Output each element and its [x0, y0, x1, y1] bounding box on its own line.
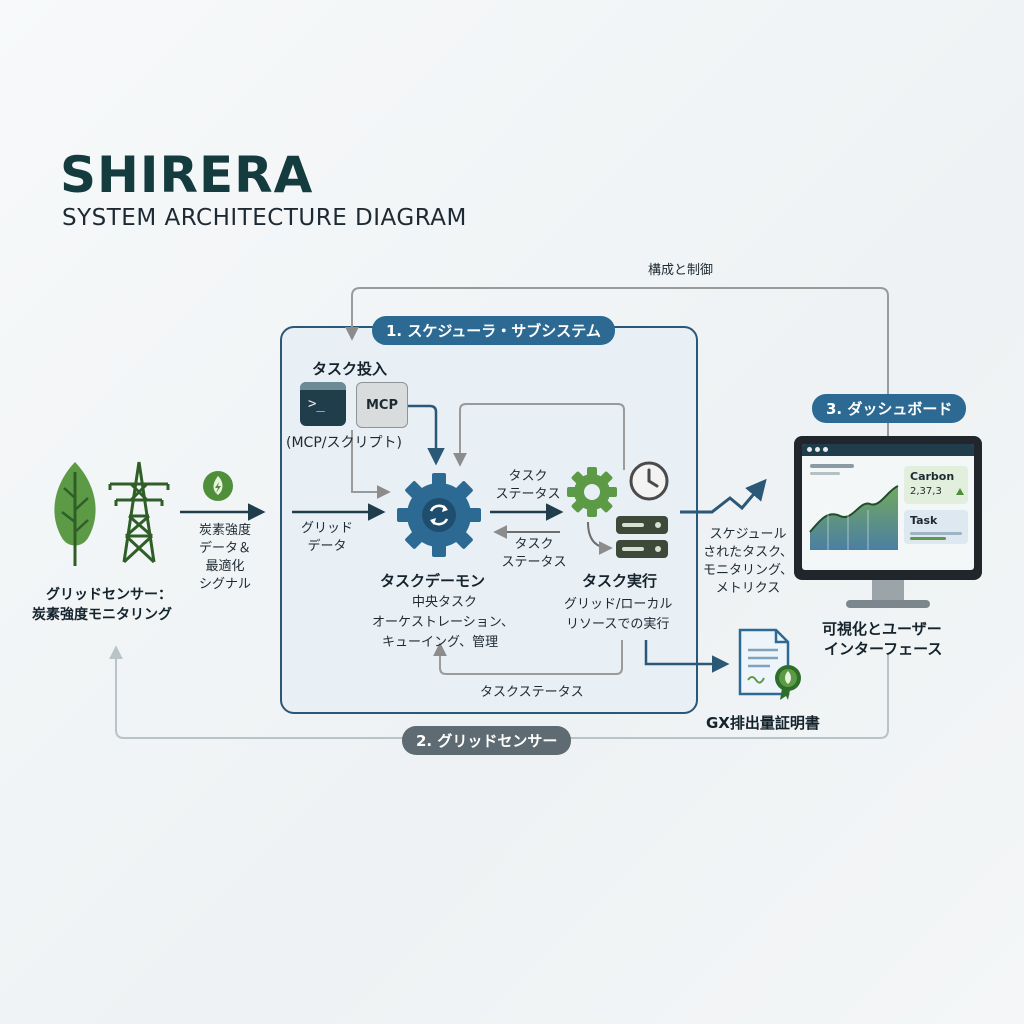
dashboard-area-chart [809, 485, 899, 550]
certificate-icon [738, 628, 801, 700]
carbon-card-value: 2,37,3 [910, 486, 942, 497]
monitor-neck [872, 580, 904, 602]
dashboard-caption-line1: 可視化とユーザー [822, 620, 942, 638]
executor-title: タスク実行 [582, 572, 658, 590]
executor-gear-icon [567, 467, 617, 517]
grid-sensor-caption-line1: グリッドセンサー： [46, 587, 172, 603]
task-input-caption: (MCP/スクリプト) [286, 435, 402, 451]
status-back-label-line2: ステータス [501, 555, 567, 570]
terminal-icon: >_ [300, 382, 346, 426]
config-control-label: 構成と制御 [648, 263, 714, 278]
status-forward-label-line2: ステータス [495, 487, 561, 502]
gear-to-server-arrow [587, 521, 613, 555]
to-dashboard-label: スケジュール されたタスク、 モニタリング、 メトリクス [700, 526, 796, 598]
carbon-flame-icon [203, 471, 233, 501]
daemon-desc-line3: キューイング、管理 [382, 635, 499, 650]
status-back-label-line1: タスク [514, 537, 554, 552]
task-card-title: Task [910, 514, 938, 527]
grid-sensor-section-pill: 2. グリッドセンサー [402, 726, 572, 755]
carbon-signal-label-line2: データ＆ [198, 541, 251, 556]
status-forward-label: タスク ステータス [490, 468, 566, 504]
server-stack-icon [616, 516, 668, 560]
daemon-desc-line1: 中央タスク [412, 595, 478, 610]
executor-desc-line2: リソースでの実行 [566, 617, 670, 632]
carbon-signal-label-line1: 炭素強度 [198, 523, 251, 538]
carbon-card-title: Carbon [910, 470, 955, 483]
daemon-title: タスクデーモン [380, 572, 486, 590]
bottom-status-label: タスクステータス [480, 685, 584, 700]
task-card: Task [904, 510, 968, 544]
carbon-card: Carbon 2,37,3 [904, 466, 968, 504]
to-certificate-arrow [644, 640, 730, 673]
executor-feedback-loop [453, 403, 625, 470]
scheduler-section-pill: 1. スケジューラ・サブシステム [372, 316, 615, 345]
grid-data-label-line2: データ [307, 539, 347, 554]
mcp-to-daemon-arrow [408, 404, 445, 466]
daemon-gear-icon [397, 473, 481, 557]
to-dashboard-label-line3: モニタリング、 [702, 563, 794, 578]
to-dashboard-label-line4: メトリクス [715, 581, 781, 596]
certificate-caption: GX排出量証明書 [706, 714, 820, 732]
executor-desc-line1: グリッド/ローカル [564, 597, 673, 612]
transmission-tower-icon [108, 461, 170, 564]
diagram-title: SHIRERA [60, 146, 314, 204]
dashboard-screen: Carbon 2,37,3 Task [802, 444, 974, 570]
dashboard-section-pill: 3. ダッシュボード [812, 394, 967, 423]
carbon-signal-label: 炭素強度 データ＆ 最適化 シグナル [186, 522, 264, 594]
leaf-icon [54, 462, 96, 566]
trend-up-icon [956, 488, 964, 495]
grid-data-label-line1: グリッド [300, 521, 353, 536]
bottom-status-loop [433, 640, 623, 675]
carbon-signal-label-line4: シグナル [198, 577, 251, 592]
grid-sensor-caption-line2: 炭素強度モニタリング [32, 607, 172, 623]
carbon-signal-label-line3: 最適化 [205, 559, 245, 574]
config-control-line [345, 287, 889, 440]
terminal-to-daemon-arrow [351, 430, 391, 499]
to-dashboard-label-line2: されたタスク、 [703, 545, 793, 560]
clock-icon [629, 461, 669, 501]
terminal-prompt: >_ [308, 396, 325, 412]
mcp-badge: MCP [356, 382, 408, 428]
status-forward-label-line1: タスク [508, 469, 548, 484]
dashboard-monitor: Carbon 2,37,3 Task [794, 436, 982, 580]
daemon-desc-line2: オーケストレーション、 [372, 615, 514, 630]
to-dashboard-arrow [680, 478, 767, 514]
diagram-subtitle: SYSTEM ARCHITECTURE DIAGRAM [62, 205, 467, 231]
grid-data-label: グリッド データ [296, 520, 358, 556]
task-input-title: タスク投入 [312, 360, 388, 378]
to-dashboard-label-line1: スケジュール [709, 527, 787, 542]
monitor-stand [846, 600, 930, 608]
dashboard-caption-line2: インターフェース [824, 640, 943, 658]
status-back-label: タスク ステータス [496, 536, 572, 572]
